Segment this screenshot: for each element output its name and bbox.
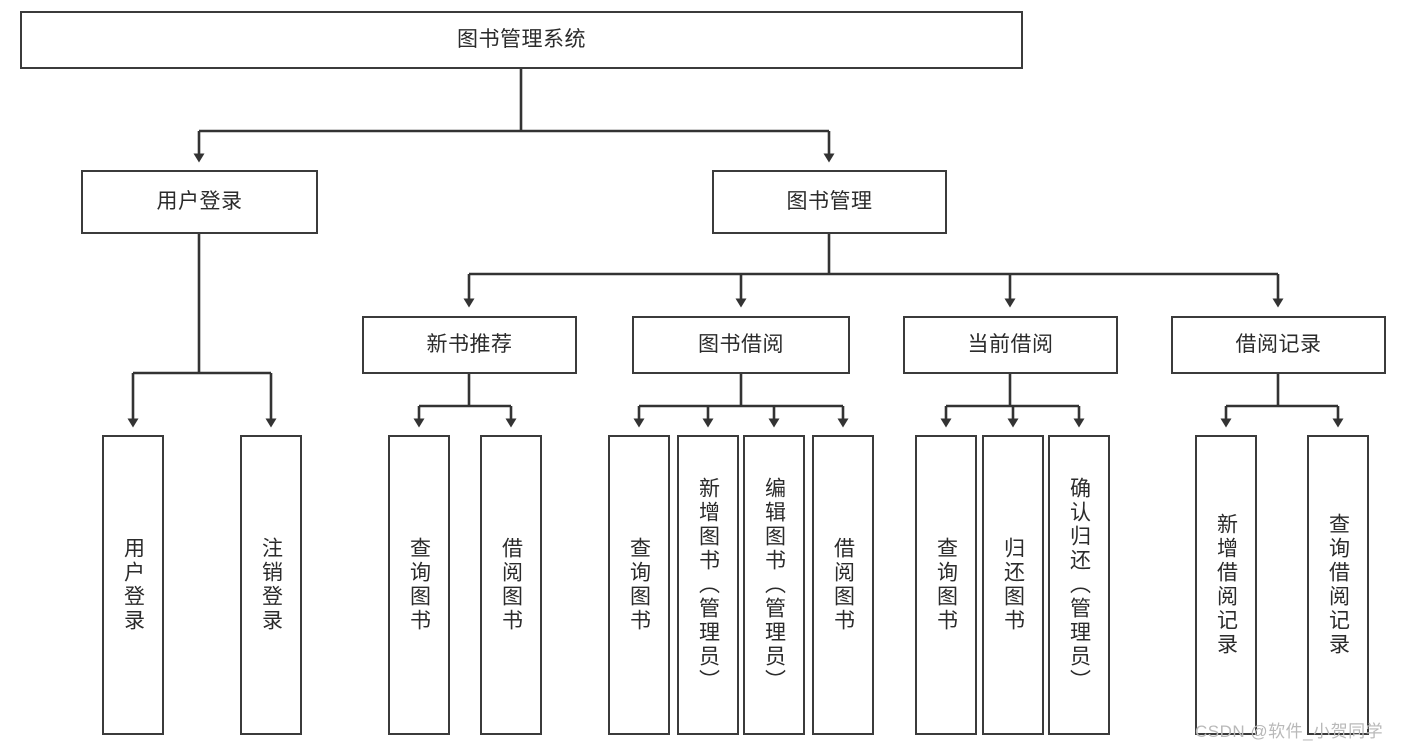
node-leaf-edit-book[interactable]: 编辑图书（管理员） [743, 435, 805, 735]
node-user-login[interactable]: 用户登录 [81, 170, 318, 234]
node-leaf-user-login-label: 用户登录 [121, 537, 145, 633]
node-leaf-query-book-rec[interactable]: 查询图书 [388, 435, 450, 735]
node-leaf-logout-label: 注销登录 [259, 537, 283, 633]
node-current-borrow-label: 当前借阅 [967, 332, 1054, 356]
node-leaf-borrow-book-bor[interactable]: 借阅图书 [812, 435, 874, 735]
node-leaf-return-book-label: 归还图书 [1001, 537, 1025, 633]
node-leaf-query-book-cur-label: 查询图书 [934, 537, 958, 633]
node-leaf-return-book[interactable]: 归还图书 [982, 435, 1044, 735]
node-borrow-record[interactable]: 借阅记录 [1171, 316, 1386, 374]
node-new-book-recommend[interactable]: 新书推荐 [362, 316, 577, 374]
node-leaf-user-login[interactable]: 用户登录 [102, 435, 164, 735]
node-book-borrow-label: 图书借阅 [698, 332, 784, 356]
node-leaf-add-record[interactable]: 新增借阅记录 [1195, 435, 1257, 735]
node-book-manage-label: 图书管理 [786, 189, 873, 213]
node-new-book-recommend-label: 新书推荐 [426, 332, 513, 356]
node-root-label: 图书管理系统 [457, 27, 586, 51]
node-leaf-add-record-label: 新增借阅记录 [1214, 513, 1238, 657]
node-book-borrow[interactable]: 图书借阅 [632, 316, 850, 374]
node-leaf-borrow-book-bor-label: 借阅图书 [831, 537, 855, 633]
node-book-manage[interactable]: 图书管理 [712, 170, 947, 234]
node-leaf-borrow-book-rec-label: 借阅图书 [499, 537, 523, 633]
node-user-login-label: 用户登录 [156, 189, 243, 213]
node-leaf-query-book-rec-label: 查询图书 [407, 537, 431, 633]
node-root[interactable]: 图书管理系统 [20, 11, 1023, 69]
node-leaf-query-record[interactable]: 查询借阅记录 [1307, 435, 1369, 735]
node-leaf-query-book-cur[interactable]: 查询图书 [915, 435, 977, 735]
node-leaf-query-book-bor[interactable]: 查询图书 [608, 435, 670, 735]
node-leaf-add-book-label: 新增图书（管理员） [696, 477, 720, 693]
node-leaf-confirm-return[interactable]: 确认归还（管理员） [1048, 435, 1110, 735]
node-leaf-logout[interactable]: 注销登录 [240, 435, 302, 735]
csdn-watermark: CSDN @软件_小贺同学 [1195, 722, 1384, 741]
node-borrow-record-label: 借阅记录 [1235, 332, 1322, 356]
node-leaf-borrow-book-rec[interactable]: 借阅图书 [480, 435, 542, 735]
node-leaf-add-book[interactable]: 新增图书（管理员） [677, 435, 739, 735]
node-current-borrow[interactable]: 当前借阅 [903, 316, 1118, 374]
node-leaf-confirm-return-label: 确认归还（管理员） [1067, 477, 1091, 693]
node-leaf-query-record-label: 查询借阅记录 [1326, 513, 1350, 657]
node-leaf-query-book-bor-label: 查询图书 [627, 537, 651, 633]
node-leaf-edit-book-label: 编辑图书（管理员） [762, 477, 786, 693]
